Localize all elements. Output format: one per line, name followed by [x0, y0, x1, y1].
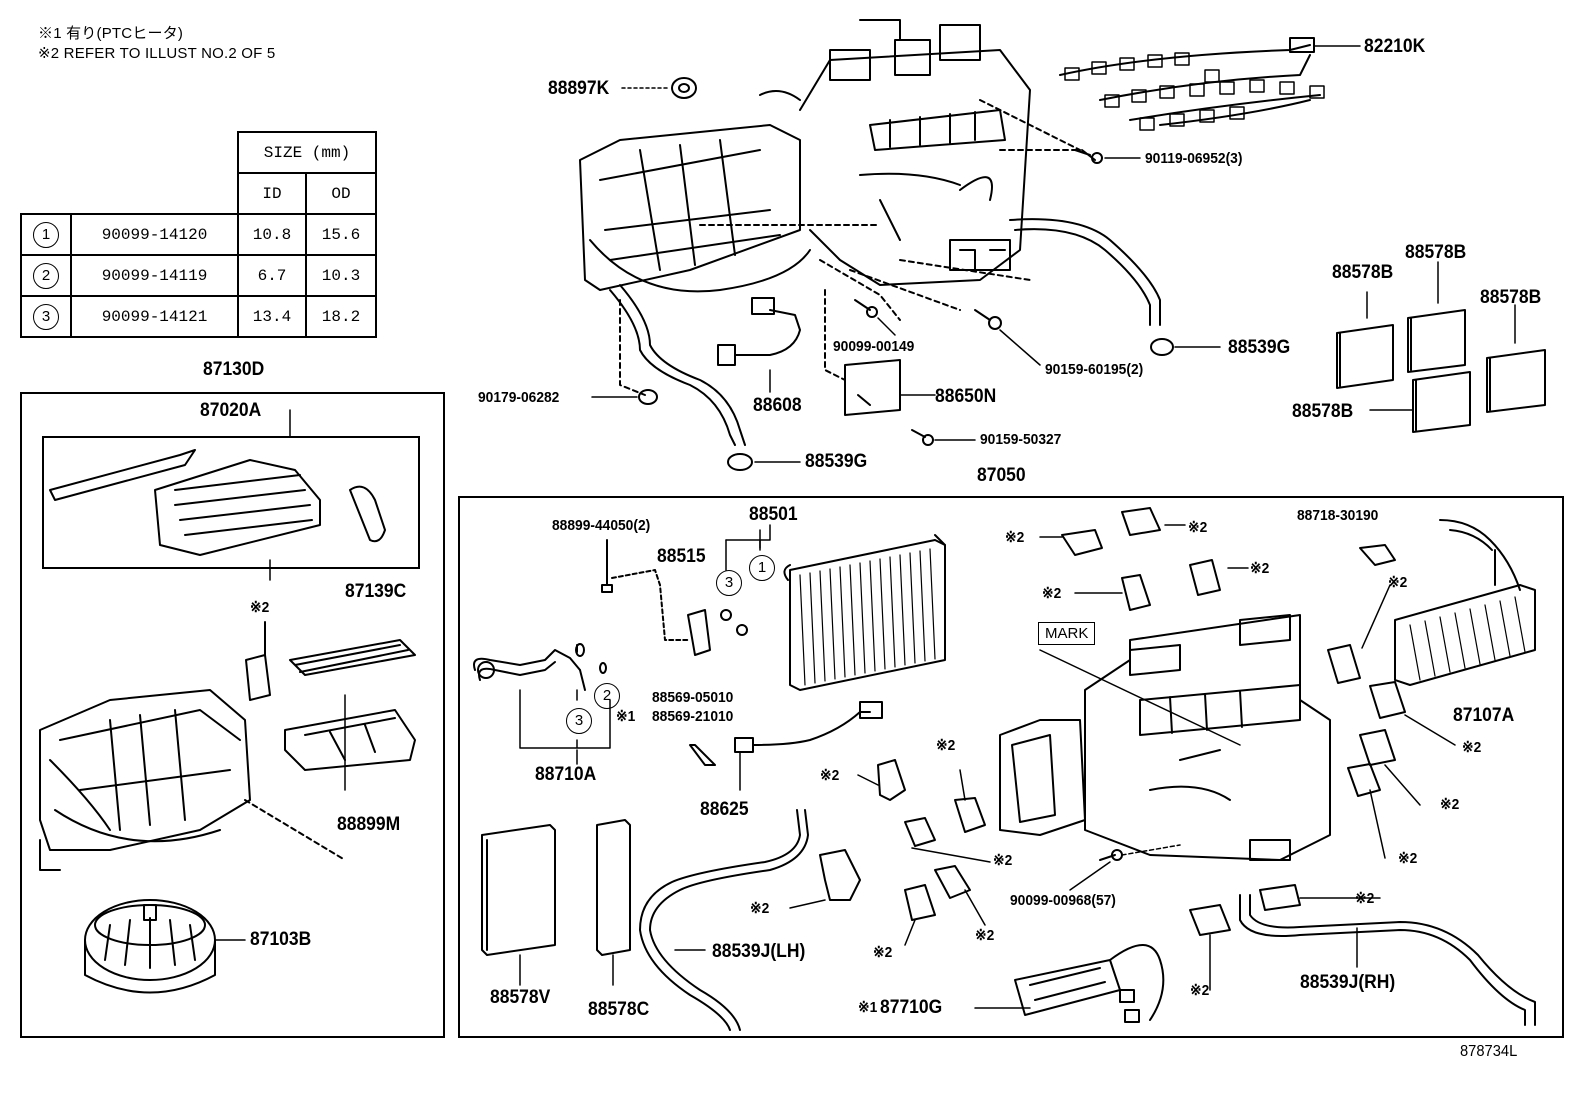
row-od: 15.6	[305, 213, 377, 256]
row-part: 90099-14121	[70, 295, 239, 338]
part-88569-05010[interactable]: 88569-05010	[652, 689, 734, 706]
size-ref-3: 3	[716, 570, 742, 596]
part-88578V[interactable]: 88578V	[490, 987, 551, 1008]
ref-note-2: ※2	[1250, 560, 1270, 577]
size-ref-1: 1	[749, 555, 775, 581]
part-87020A[interactable]: 87020A	[200, 400, 262, 421]
part-90159-60195[interactable]: 90159-60195(2)	[1045, 361, 1144, 378]
ref-note-2: ※2	[1398, 850, 1418, 867]
row-key: 1	[33, 221, 59, 248]
part-88515[interactable]: 88515	[657, 546, 706, 567]
ref-note-2: ※2	[936, 737, 956, 754]
part-88578B-1[interactable]: 88578B	[1405, 242, 1467, 263]
part-88539J-LH[interactable]: 88539J(LH)	[712, 941, 806, 962]
part-82210K[interactable]: 82210K	[1364, 36, 1426, 57]
part-87107A[interactable]: 87107A	[1453, 705, 1515, 726]
od-header: OD	[305, 172, 377, 215]
mark-label: MARK	[1038, 622, 1096, 645]
wire-harness-82210K	[1059, 37, 1361, 131]
diagram-id: 878734L	[1460, 1043, 1518, 1060]
size-ref-2: 2	[594, 683, 620, 709]
part-88539J-RH[interactable]: 88539J(RH)	[1300, 972, 1396, 993]
ref-note-2: ※2	[1440, 796, 1460, 813]
row-od: 10.3	[305, 254, 377, 297]
part-90159-50327[interactable]: 90159-50327	[980, 431, 1062, 448]
part-88539G-lower[interactable]: 88539G	[805, 451, 868, 472]
hvac-housing-top	[579, 19, 1161, 326]
row-key: 2	[33, 262, 59, 289]
group-box-87130D	[20, 392, 445, 1038]
part-90119-06952[interactable]: 90119-06952(3)	[1145, 150, 1243, 167]
ref-note-2: ※2	[250, 599, 270, 616]
row-part: 90099-14119	[70, 254, 239, 297]
ref-note-2: ※2	[873, 944, 893, 961]
table-row: 2 90099-14119 6.7 10.3	[20, 254, 377, 297]
filter-88578B-set	[1336, 261, 1546, 433]
ref-note-1: ※1	[858, 999, 878, 1016]
ref-note-2: ※2	[1462, 739, 1482, 756]
part-88899M[interactable]: 88899M	[337, 814, 401, 835]
part-87050[interactable]: 87050	[977, 465, 1026, 486]
part-87139C[interactable]: 87139C	[345, 581, 407, 602]
heater-case-87050	[999, 614, 1331, 861]
row-key: 3	[33, 303, 59, 330]
part-87130D[interactable]: 87130D	[203, 359, 265, 380]
group-box-87020A	[42, 436, 420, 569]
row-id: 13.4	[237, 295, 307, 338]
ref-note-2: ※2	[993, 852, 1013, 869]
ref-note-2: ※2	[750, 900, 770, 917]
ref-note-2: ※2	[1188, 519, 1208, 536]
ref-note-2: ※2	[820, 767, 840, 784]
part-88718-30190[interactable]: 88718-30190	[1297, 507, 1379, 524]
size-header: SIZE (mm)	[237, 131, 377, 174]
row-part: 90099-14120	[70, 213, 239, 256]
size-ref-3: 3	[566, 708, 592, 734]
part-87710G[interactable]: 87710G	[880, 997, 943, 1018]
part-88578C[interactable]: 88578C	[588, 999, 650, 1020]
ref-note-1: ※1	[616, 708, 636, 725]
part-87103B[interactable]: 87103B	[250, 929, 312, 950]
size-table: SIZE (mm) ID OD 1 90099-14120 10.8 15.6 …	[20, 131, 377, 338]
note-refer-illust: ※2 REFER TO ILLUST NO.2 OF 5	[38, 45, 276, 62]
ref-note-2: ※2	[1355, 890, 1375, 907]
part-88710A[interactable]: 88710A	[535, 764, 597, 785]
note-ptc-heater: ※1 有り(PTCヒータ)	[38, 25, 184, 42]
row-od: 18.2	[305, 295, 377, 338]
part-88569-21010[interactable]: 88569-21010	[652, 708, 734, 725]
part-90099-00968[interactable]: 90099-00968(57)	[1010, 892, 1116, 909]
group-box-87050	[458, 496, 1564, 1038]
ref-note-2: ※2	[1005, 529, 1025, 546]
ref-note-2: ※2	[1388, 574, 1408, 591]
part-88501[interactable]: 88501	[749, 504, 798, 525]
part-90099-00149[interactable]: 90099-00149	[833, 338, 915, 355]
part-88578B-2[interactable]: 88578B	[1332, 262, 1394, 283]
part-88578B-3[interactable]: 88578B	[1480, 287, 1542, 308]
part-88650N[interactable]: 88650N	[935, 386, 997, 407]
ref-note-2: ※2	[975, 927, 995, 944]
table-row: 1 90099-14120 10.8 15.6	[20, 213, 377, 256]
row-id: 6.7	[237, 254, 307, 297]
part-88899-44050[interactable]: 88899-44050(2)	[552, 517, 651, 534]
part-88539G-upper[interactable]: 88539G	[1228, 337, 1291, 358]
table-row: 3 90099-14121 13.4 18.2	[20, 295, 377, 338]
ref-note-2: ※2	[1042, 585, 1062, 602]
part-90179-06282[interactable]: 90179-06282	[478, 389, 560, 406]
part-88897K[interactable]: 88897K	[548, 78, 610, 99]
part-88608[interactable]: 88608	[753, 395, 802, 416]
part-88625[interactable]: 88625	[700, 799, 749, 820]
id-header: ID	[237, 172, 307, 215]
row-id: 10.8	[237, 213, 307, 256]
ref-note-2: ※2	[1190, 982, 1210, 999]
part-88578B-4[interactable]: 88578B	[1292, 401, 1354, 422]
